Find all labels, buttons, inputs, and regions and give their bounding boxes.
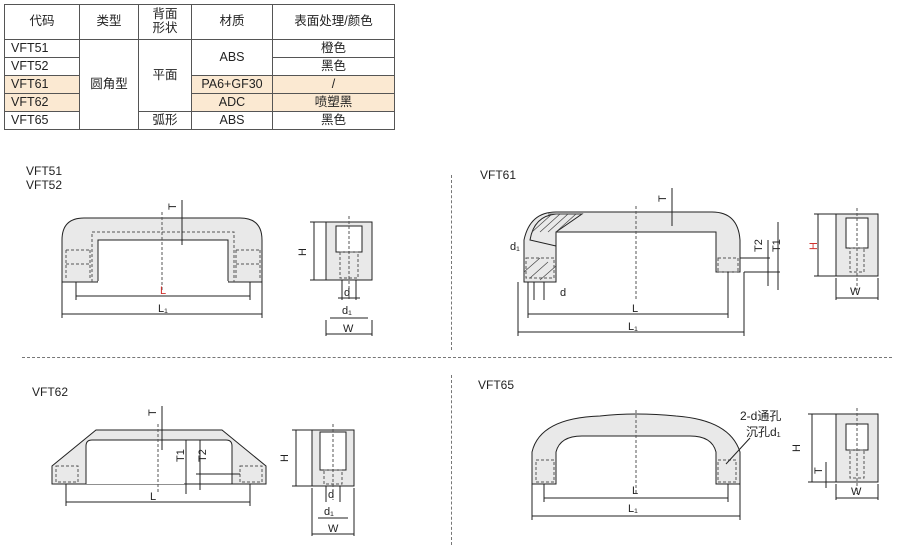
drawing-title-vft52: VFT52 [26,178,63,192]
section-divider-vertical [451,375,452,545]
dim-label-w: W [328,523,339,535]
table-row: VFT52 黑色 [4,57,395,76]
dim-label-l: L [160,285,166,297]
dim-label-t2: T2 [753,239,765,252]
drawing-title-vft62: VFT62 [32,385,69,399]
header-finish: 表面处理/颜色 [272,4,395,40]
dim-label-h: H [791,444,803,452]
drawing-title-vft51: VFT51 [26,164,63,178]
dim-label-t1: T1 [175,449,187,462]
header-back-line1: 背面 [152,7,178,22]
drawing-title-vft65: VFT65 [478,378,515,392]
dim-label-d1: d₁ [510,241,520,253]
dim-label-l: L [150,491,156,503]
dim-label-d: d [328,489,334,501]
dim-label-t: T [147,409,159,416]
drawing-title-vft61: VFT61 [480,168,517,182]
dim-label-w: W [851,486,862,498]
dim-label-l1: L₁ [628,321,638,333]
hole-label-counterbore: 沉孔d₁ [746,425,781,439]
hole-label-through: 2-d通孔 [740,409,781,423]
cell-material: ABS [191,111,273,130]
spec-table: 代码 类型 背面形状 材质 表面处理/颜色 VFT51 圆角型 平面 ABS 橙… [4,4,395,130]
cell-finish: 喷塑黑 [272,93,395,112]
cell-model: VFT52 [4,57,80,76]
cell-back-merged: 平面 [138,39,192,112]
dim-label-d1: d₁ [324,506,334,518]
table-row: VFT62 ADC 喷塑黑 [4,93,395,112]
cell-model: VFT61 [4,75,80,94]
dim-label-d: d [344,287,350,299]
cell-finish: / [272,75,395,94]
dim-label-h: H [279,454,291,462]
table-row: VFT65 弧形 ABS 黑色 [4,111,395,130]
dim-label-d1: d₁ [342,305,352,317]
cell-type-merged: 圆角型 [79,39,139,130]
dim-label-l: L [632,303,638,315]
header-back-line2: 形状 [152,21,178,35]
dim-label-t: T [813,467,825,474]
table-header-row: 代码 类型 背面形状 材质 表面处理/颜色 [4,4,395,40]
cell-model: VFT62 [4,93,80,112]
header-model: 代码 [4,4,80,40]
dim-label-t1: T1 [771,239,783,252]
dim-label-l1: L₁ [628,503,638,515]
table-row: VFT61 PA6+GF30 / [4,75,395,94]
dim-label-l1: L₁ [158,303,168,315]
section-divider-vertical [451,175,452,350]
dim-label-w: W [343,323,354,335]
cell-model: VFT65 [4,111,80,130]
dim-label-d: d [560,287,566,299]
dim-label-t2: T2 [197,449,209,462]
cell-material: PA6+GF30 [191,75,273,94]
header-material: 材质 [191,4,273,40]
dim-label-t: T [167,203,179,210]
dim-label-w: W [850,286,861,298]
cell-material: ADC [191,93,273,112]
dim-label-h: H [297,248,309,256]
cell-back: 弧形 [138,111,192,130]
dim-label-h: H [808,242,820,250]
cell-finish: 黑色 [272,111,395,130]
dim-label-l: L [632,485,638,497]
cell-finish: 黑色 [272,57,395,76]
dim-label-t: T [657,195,669,202]
section-divider-horizontal [22,357,892,358]
